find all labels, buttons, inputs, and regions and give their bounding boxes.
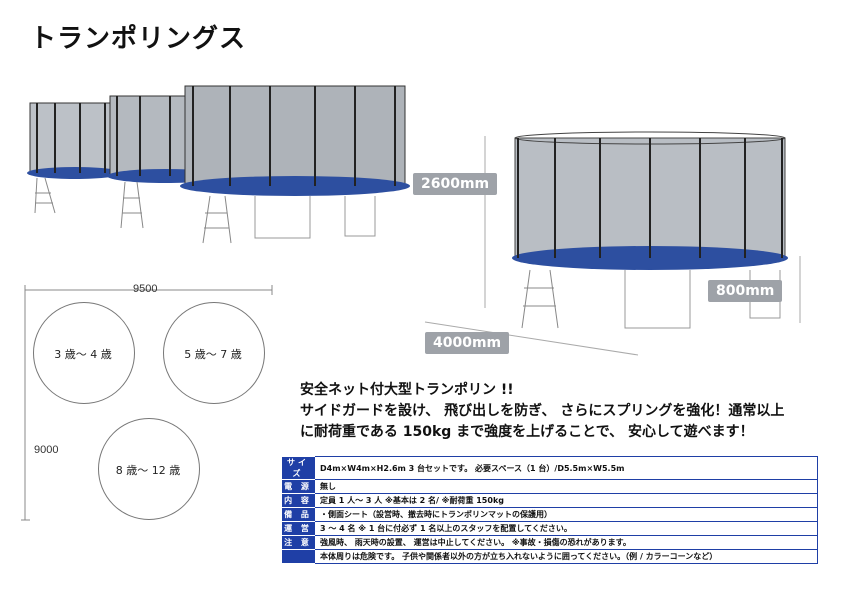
page-title: トランポリングス [30,24,247,54]
spec-label [282,549,315,564]
spec-value: 3 〜 4 名 ※ 1 台に付必ず 1 名以上のスタッフを配置してください。 [314,521,818,536]
spec-value: 定員 1 人〜 3 人 ※基本は 2 名/ ※耐荷重 150kg [314,493,818,508]
layout-plan-lines [21,285,273,521]
spec-value: 無し [314,479,818,494]
spec-table: サイズ D4m×W4m×H2.6m 3 台セットです。 必要スペース（1 台）/… [282,456,818,564]
spec-row: 備 品 ・側面シート（設営時、撤去時にトランポリンマットの保護用） [282,507,818,522]
spec-value: 強風時、 雨天時の設置、 運営は中止してください。 ※事故・損傷の恐れがあります… [314,535,818,550]
spec-label: 電 源 [282,479,315,494]
spec-row: 運 営 3 〜 4 名 ※ 1 台に付必ず 1 名以上のスタッフを配置してくださ… [282,521,818,536]
spec-row: 注 意 強風時、 雨天時の設置、 運営は中止してください。 ※事故・損傷の恐れが… [282,535,818,550]
layout-width-label: 9500 [133,283,158,295]
zone-circle-2 [163,302,265,404]
zone-label-1: 3 歳〜 4 歳 [54,348,112,361]
description-line-1: 安全ネット付大型トランポリン !! [300,382,514,398]
zone-circle-1 [33,302,135,404]
spec-row: 内 容 定員 1 人〜 3 人 ※基本は 2 名/ ※耐荷重 150kg [282,493,818,508]
spec-row: 本体周りは危険です。 子供や関係者以外の方が立ち入れないように囲ってください。（… [282,549,818,564]
layout-height-label: 9000 [34,444,59,456]
width-dimension-label: 4000mm [425,332,510,354]
spec-row: サイズ D4m×W4m×H2.6m 3 台セットです。 必要スペース（1 台）/… [282,456,818,480]
spec-label: 備 品 [282,507,315,522]
trampoline-front [180,85,410,244]
trampoline-dimension-diagram [484,131,801,329]
height-dimension-label: 2600mm [413,173,498,195]
product-description: 安全ネット付大型トランポリン !! サイドガードを設け、 飛び出しを防ぎ、 さら… [300,380,784,443]
spec-value: ・側面シート（設営時、撤去時にトランポリンマットの保護用） [314,507,818,522]
description-line-3: に耐荷重である 150kg まで強度を上げることで、 安心して遊べます！ [300,424,754,440]
zone-label-2: 5 歳〜 7 歳 [184,348,242,361]
spec-row: 電 源 無し [282,479,818,494]
width-guide-line [424,321,639,356]
trampoline-back [27,102,123,214]
spec-label: 注 意 [282,535,315,550]
spec-label: 運 営 [282,521,315,536]
spec-value: D4m×W4m×H2.6m 3 台セットです。 必要スペース（1 台）/D5.5… [314,456,818,480]
zone-circle-3 [98,418,200,520]
spec-value: 本体周りは危険です。 子供や関係者以外の方が立ち入れないように囲ってください。（… [314,549,818,564]
net-height-dimension-label: 800mm [708,280,783,302]
trampoline-set-photo [27,85,410,244]
spec-label: サイズ [282,456,315,480]
zone-label-3: 8 歳〜 12 歳 [115,464,181,477]
description-line-2: サイドガードを設け、 飛び出しを防ぎ、 さらにスプリングを強化！通常以上 [300,403,785,419]
spec-label: 内 容 [282,493,315,508]
